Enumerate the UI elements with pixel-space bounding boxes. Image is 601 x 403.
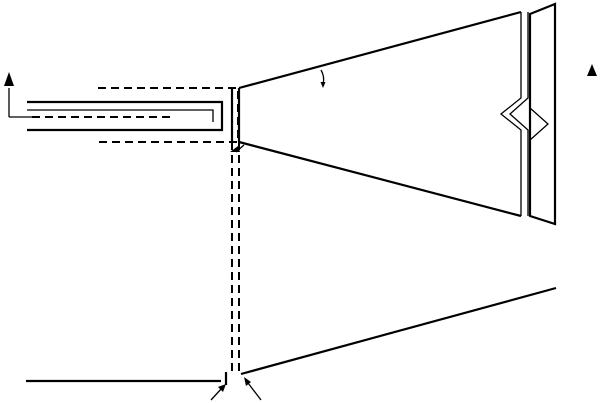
horn-upper-edge: [238, 10, 522, 90]
angle-marker-icon: [320, 69, 326, 88]
probe-rod-inner: [27, 109, 214, 122]
probe-rod-outline: [27, 100, 224, 132]
horn-break-line-left: [499, 12, 522, 216]
bottom-pointer-arrow-right-icon: [244, 377, 262, 401]
end-panel-zigzag: [529, 107, 549, 141]
projection-lines: [231, 142, 240, 372]
lower-assembly: [26, 286, 557, 401]
lower-sloped-edge: [240, 286, 557, 376]
upper-assembly: [4, 2, 597, 226]
probe-enclosure-dashed: [98, 87, 239, 143]
horn-lower-edge: [238, 140, 522, 218]
upward-arrow-icon: [4, 72, 32, 118]
horn-break-line-right: [509, 12, 529, 216]
bottom-pointer-arrow-left-icon: [210, 384, 226, 401]
end-panel: [528, 2, 557, 226]
direction-triangle-icon: [587, 64, 597, 76]
